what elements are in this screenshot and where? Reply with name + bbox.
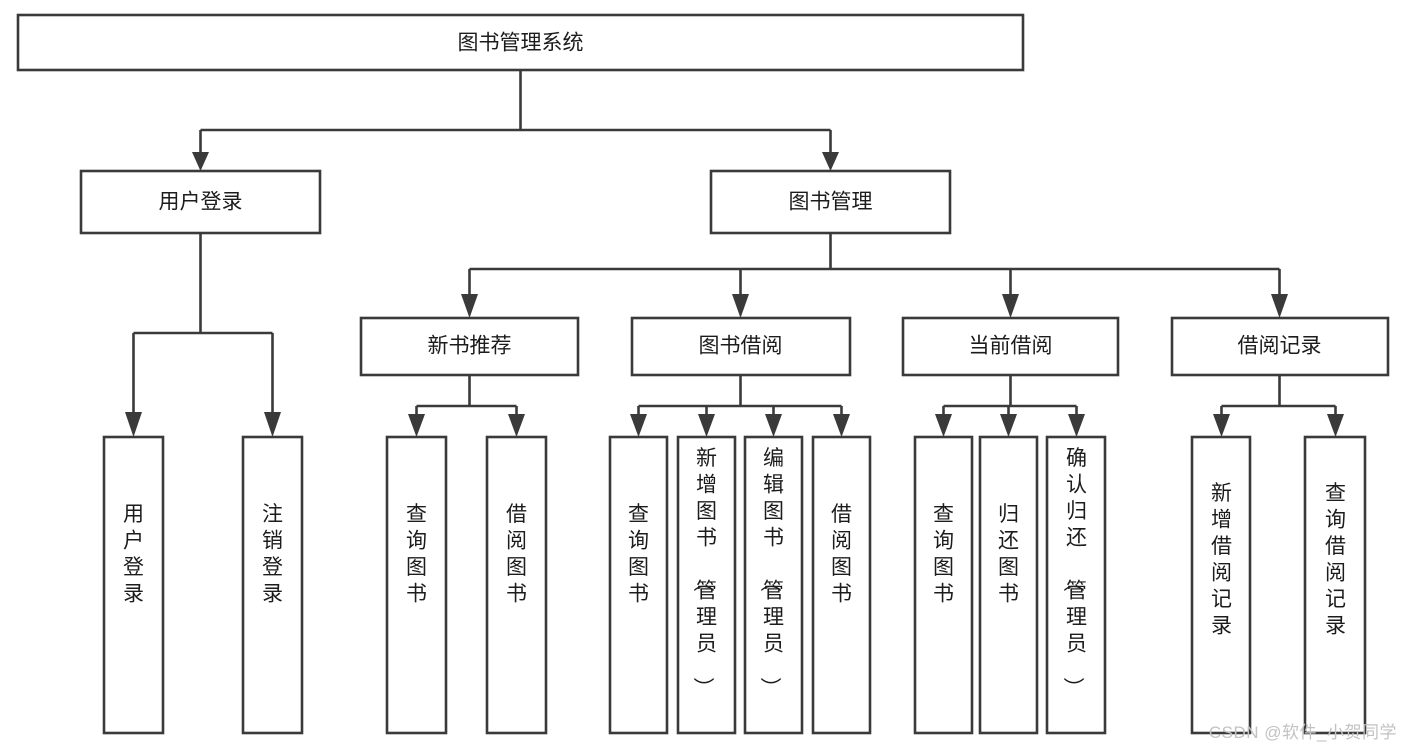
node-new-book-recommend-label: 新书推荐 (428, 335, 512, 358)
node-leaf-query-book-cb-label: 查询图书 (933, 503, 954, 606)
node-leaf-query-book-cb-box (913, 435, 974, 735)
node-current-borrow[interactable]: 当前借阅 (901, 316, 1120, 377)
arrow-head-leaf-add-book (698, 414, 715, 437)
arrow-head-current-borrow (1002, 294, 1019, 318)
node-borrow-record[interactable]: 借阅记录 (1170, 316, 1390, 377)
arrow-head-leaf-query-book-bb (630, 414, 647, 437)
leaf-nodes-group: 用户登录 注销登录 查询图书 借阅图书 查询图书 新增图书（管理员） (102, 435, 1367, 735)
node-root-book-management-system[interactable]: 图书管理系统 (16, 13, 1025, 72)
node-book-manage-label: 图书管理 (789, 191, 873, 214)
node-leaf-add-book-label: 新增图书（管理员） (691, 447, 717, 698)
arrow-head-leaf-borrow-book-bb (833, 414, 850, 437)
node-leaf-logout-label: 注销登录 (262, 503, 283, 606)
node-leaf-user-login-box (102, 435, 165, 735)
node-borrow-record-label: 借阅记录 (1238, 335, 1322, 358)
node-leaf-borrow-book-bb-label: 借阅图书 (831, 503, 852, 606)
node-user-login-box (79, 169, 322, 235)
arrow-head-book-borrow (732, 294, 749, 318)
node-book-borrow-box (630, 316, 852, 377)
arrow-head-book-manage (822, 152, 839, 171)
node-book-manage[interactable]: 图书管理 (709, 169, 952, 235)
node-leaf-borrow-book-nr-box (485, 435, 548, 735)
node-user-login-label: 用户登录 (159, 191, 243, 214)
node-root-box (16, 13, 1025, 72)
node-leaf-confirm-return-box (1045, 435, 1107, 735)
node-borrow-record-box (1170, 316, 1390, 377)
node-leaf-return-book[interactable]: 归还图书 (978, 435, 1039, 735)
node-leaf-query-book-bb-box (608, 435, 669, 735)
arrow-head-leaf-query-record (1327, 414, 1344, 437)
node-new-book-recommend-box (359, 316, 580, 377)
node-current-borrow-label: 当前借阅 (969, 335, 1053, 358)
arrow-head-leaf-return-book (1000, 414, 1017, 437)
csdn-watermark: CSDN @软件_小贺同学 (1208, 723, 1397, 742)
node-leaf-return-book-box (978, 435, 1039, 735)
node-book-borrow-label: 图书借阅 (699, 335, 783, 358)
node-leaf-query-record[interactable]: 查询借阅记录 (1303, 435, 1367, 735)
node-leaf-edit-book-box (743, 435, 804, 735)
arrow-head-new-book-recommend (461, 294, 478, 318)
node-leaf-return-book-label: 归还图书 (998, 503, 1019, 606)
arrow-head-leaf-user-login (125, 412, 142, 437)
node-leaf-borrow-book-bb-box (811, 435, 872, 735)
node-leaf-query-record-label: 查询借阅记录 (1325, 482, 1346, 638)
node-root-label: 图书管理系统 (458, 32, 584, 55)
arrow-head-leaf-query-book-nr (408, 414, 425, 437)
node-leaf-edit-book-label: 编辑图书（管理员） (758, 447, 784, 698)
arrow-head-borrow-record (1271, 294, 1288, 318)
node-user-login[interactable]: 用户登录 (79, 169, 322, 235)
arrow-head-leaf-add-record (1213, 414, 1230, 437)
node-leaf-add-book-box (676, 435, 737, 735)
node-book-manage-box (709, 169, 952, 235)
node-leaf-logout-box (241, 435, 304, 735)
connector-lines-group (125, 70, 1344, 437)
node-current-borrow-box (901, 316, 1120, 377)
node-leaf-user-login[interactable]: 用户登录 (102, 435, 165, 735)
node-leaf-user-login-label: 用户登录 (123, 503, 144, 606)
node-new-book-recommend[interactable]: 新书推荐 (359, 316, 580, 377)
node-leaf-query-book-bb[interactable]: 查询图书 (608, 435, 669, 735)
node-leaf-confirm-return-label: 确认归还（管理员） (1061, 447, 1087, 698)
node-leaf-query-record-box (1303, 435, 1367, 735)
node-leaf-query-book-nr-box (385, 435, 448, 735)
arrow-head-leaf-edit-book (765, 414, 782, 437)
arrow-head-leaf-confirm-return (1068, 414, 1085, 437)
node-leaf-confirm-return[interactable]: 确认归还（管理员） (1045, 435, 1107, 735)
arrow-head-leaf-query-book-cb (935, 414, 952, 437)
node-leaf-query-book-bb-label: 查询图书 (628, 503, 649, 606)
node-leaf-add-record[interactable]: 新增借阅记录 (1190, 435, 1252, 735)
node-leaf-borrow-book-nr-label: 借阅图书 (506, 503, 527, 606)
node-leaf-logout[interactable]: 注销登录 (241, 435, 304, 735)
node-leaf-edit-book[interactable]: 编辑图书（管理员） (743, 435, 804, 735)
arrow-head-user-login (192, 152, 209, 171)
node-leaf-borrow-book-bb[interactable]: 借阅图书 (811, 435, 872, 735)
node-leaf-query-book-nr[interactable]: 查询图书 (385, 435, 448, 735)
node-leaf-add-book[interactable]: 新增图书（管理员） (676, 435, 737, 735)
node-leaf-query-book-nr-label: 查询图书 (406, 503, 427, 606)
arrow-head-leaf-borrow-book-nr (508, 414, 525, 437)
node-leaf-add-record-label: 新增借阅记录 (1211, 482, 1232, 638)
arrow-head-leaf-logout (264, 412, 281, 437)
node-leaf-query-book-cb[interactable]: 查询图书 (913, 435, 974, 735)
node-leaf-add-record-box (1190, 435, 1252, 735)
node-book-borrow[interactable]: 图书借阅 (630, 316, 852, 377)
node-leaf-borrow-book-nr[interactable]: 借阅图书 (485, 435, 548, 735)
